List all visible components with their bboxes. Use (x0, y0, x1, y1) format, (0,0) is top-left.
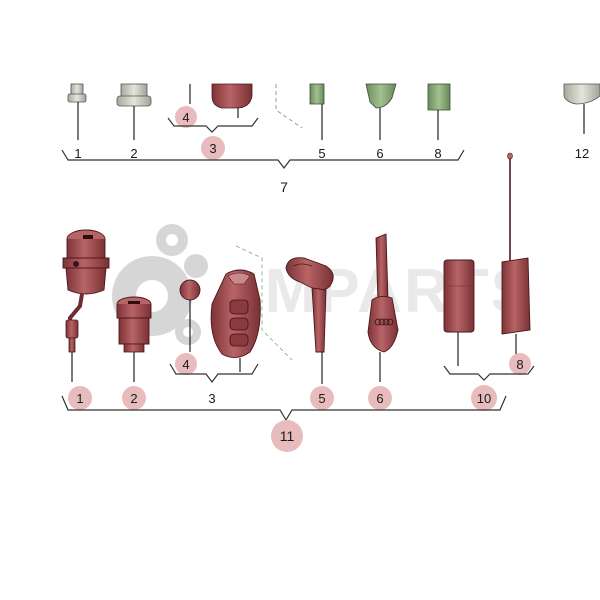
label-1-top: 1 (74, 146, 81, 161)
label-8-bottom: 8 (516, 357, 523, 372)
brace-3-bottom (169, 363, 259, 383)
label-5-top: 5 (318, 146, 325, 161)
label-bubble (509, 353, 531, 375)
dashed-guide (275, 84, 303, 129)
part-lock-cylinder-small-top (67, 83, 87, 140)
part-emergency-key (285, 257, 334, 384)
label-bubble (271, 420, 303, 452)
label-4-bottom: 4 (182, 357, 189, 372)
label-bubble (368, 386, 392, 410)
part-lock-cylinder (116, 296, 152, 382)
brace-10 (443, 365, 535, 381)
label-3-top: 3 (209, 141, 216, 156)
label-11: 11 (280, 428, 295, 444)
part-battery (179, 279, 201, 352)
brace-7 (61, 149, 465, 169)
label-3-bottom: 3 (208, 391, 215, 406)
part-card-top (427, 83, 451, 140)
label-bubble (68, 386, 92, 410)
label-bubble (310, 386, 334, 410)
label-bubble (201, 136, 225, 160)
top-row: 4 3 1 2 5 6 8 12 (61, 83, 600, 195)
part-cap-top (563, 83, 600, 134)
label-2-bottom: 2 (130, 391, 137, 406)
bottom-row: 4 3 8 (61, 152, 535, 452)
label-5-bottom: 5 (318, 391, 325, 406)
part-lock-cylinder-top (116, 83, 152, 140)
label-12-top: 12 (575, 146, 589, 161)
label-bubble (175, 353, 197, 375)
dashed-guide (235, 245, 293, 361)
label-bubble (471, 385, 497, 411)
part-remote-key-fob (210, 269, 261, 372)
label-8-top: 8 (434, 146, 441, 161)
part-folding-key (367, 233, 399, 382)
part-key-blade-top (365, 83, 397, 140)
part-remote-key-top (189, 83, 253, 118)
label-7: 7 (280, 179, 288, 195)
label-2-top: 2 (130, 146, 137, 161)
audi-rings-icon (374, 318, 394, 326)
label-bubble (175, 106, 197, 128)
part-card-with-antenna (501, 152, 531, 356)
label-bubble (122, 386, 146, 410)
label-1-bottom: 1 (76, 391, 83, 406)
label-10: 10 (477, 391, 491, 406)
label-6-top: 6 (376, 146, 383, 161)
part-lock-cylinder-with-cable (62, 229, 110, 382)
brace-11 (61, 395, 507, 422)
brace-3-top (167, 117, 259, 133)
label-4-top: 4 (182, 110, 189, 125)
part-emergency-key-top (309, 83, 325, 140)
label-6-bottom: 6 (376, 391, 383, 406)
part-key-card (443, 259, 475, 366)
